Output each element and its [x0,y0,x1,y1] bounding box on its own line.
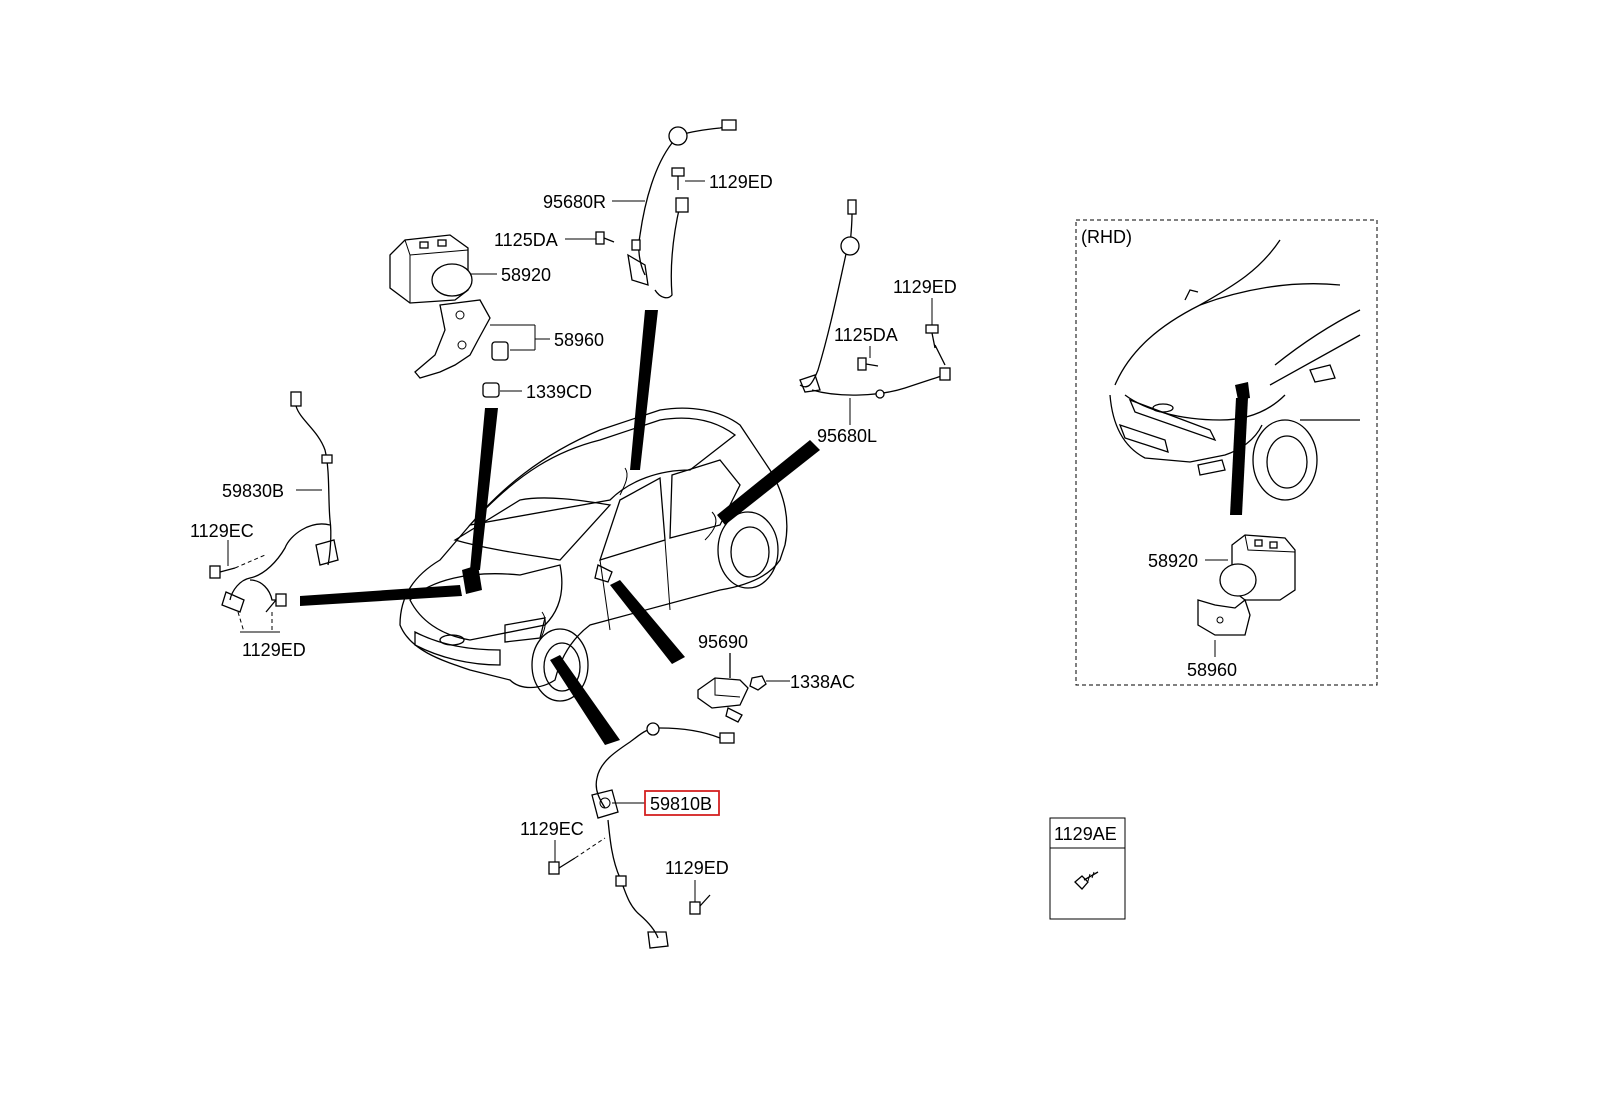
sensor-95680L [799,199,951,399]
label-58960[interactable]: 58960 [554,330,604,350]
legend-box-1129AE: 1129AE [1049,817,1126,920]
bolt-1129ED-left [265,593,287,613]
sensor-59830B [221,391,339,633]
bolt-1129ED-bottom [689,894,711,915]
bolt-1129EC-bottom [548,837,606,875]
bolt-1129ED-right [925,324,939,349]
module-95690 [697,653,749,723]
label-95680L[interactable]: 95680L [817,426,877,446]
label-1125DA-right[interactable]: 1125DA [834,325,898,345]
bolt-1125DA-right [857,357,879,371]
part-labels: 95680R 1129ED 1125DA 58920 58960 1339CD … [190,172,957,878]
label-1129ED-left[interactable]: 1129ED [242,640,306,660]
nut-1338AC [749,675,767,691]
bolt-1129EC-left [209,554,266,579]
label-1129EC-bottom[interactable]: 1129EC [520,819,584,839]
screw-icon [1074,871,1099,890]
label-1129ED-right[interactable]: 1129ED [893,277,957,297]
sensor-59810B [591,722,735,949]
sensor-95680R [627,119,737,299]
rhd-label-58960[interactable]: 58960 [1187,660,1237,680]
highlight-box-59810B [644,790,720,816]
label-1338AC[interactable]: 1338AC [790,672,855,692]
leader-bands [300,310,820,745]
rhd-title: (RHD) [1081,227,1132,247]
label-1129ED-top[interactable]: 1129ED [709,172,773,192]
label-95680R[interactable]: 95680R [543,192,606,212]
legend-label-1129AE[interactable]: 1129AE [1054,824,1117,844]
rhd-abs-bracket [1197,598,1251,636]
bolt-1129ED-top [671,167,685,190]
rhd-car-illustration [1109,239,1361,515]
label-95690[interactable]: 95690 [698,632,748,652]
label-59830B[interactable]: 59830B [222,481,284,501]
rhd-label-58920[interactable]: 58920 [1148,551,1198,571]
label-58920[interactable]: 58920 [501,265,551,285]
label-1129EC-left[interactable]: 1129EC [190,521,254,541]
label-59810B[interactable]: 59810B [650,794,712,814]
abs-bracket [414,299,509,398]
bolt-1125DA-top [595,231,615,245]
leader-lines [227,180,933,902]
abs-hydraulic-unit [389,234,473,304]
rhd-abs-unit [1219,534,1296,601]
rhd-inset: (RHD) [1075,219,1378,686]
label-1129ED-bottom[interactable]: 1129ED [665,858,729,878]
label-1125DA-top[interactable]: 1125DA [494,230,558,250]
main-car-illustration [399,407,788,702]
label-1339CD[interactable]: 1339CD [526,382,592,402]
